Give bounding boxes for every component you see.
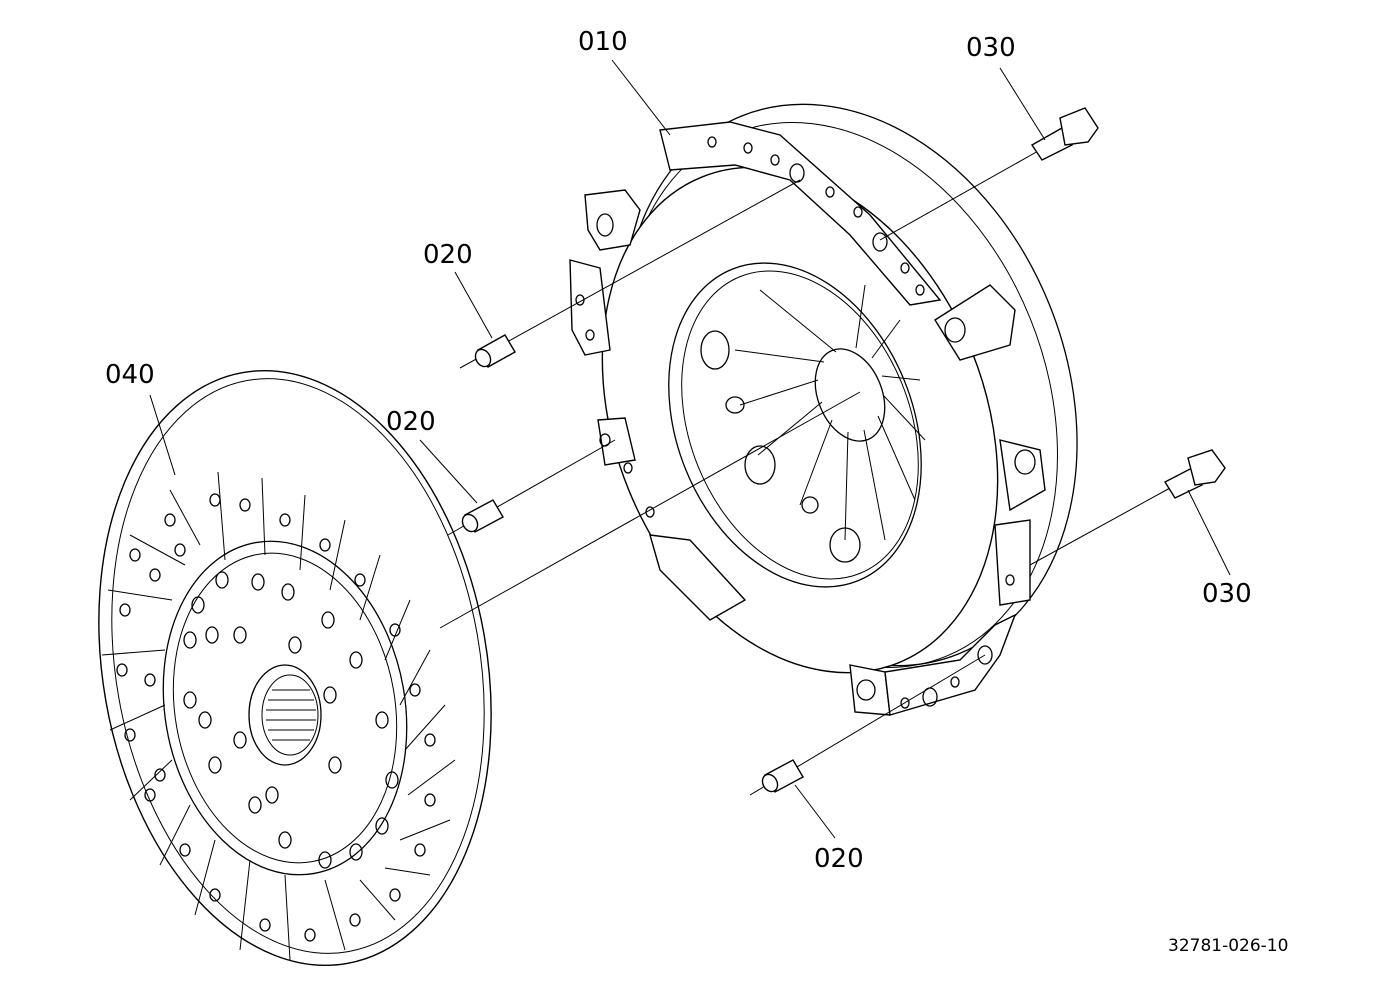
callout-030-right: 030 [1202,579,1252,609]
callout-020-top: 020 [423,240,473,270]
callout-040: 040 [105,360,155,390]
pressure-plate-assembly [569,103,1078,716]
callout-010: 010 [578,27,628,57]
callout-leaders [149,59,1231,839]
callout-030-top: 030 [966,33,1016,63]
pin-top [459,179,801,369]
assembly-axis-line [439,391,861,629]
bolt-top [879,107,1099,241]
pin-middle [447,439,616,536]
clutch-disc [98,369,492,967]
bolt-right [1029,449,1226,566]
drawing-reference-number: 32781-026-10 [1168,936,1288,956]
callout-020-bottom: 020 [814,844,864,874]
pin-bottom [749,654,986,796]
callout-020-middle: 020 [386,407,436,437]
